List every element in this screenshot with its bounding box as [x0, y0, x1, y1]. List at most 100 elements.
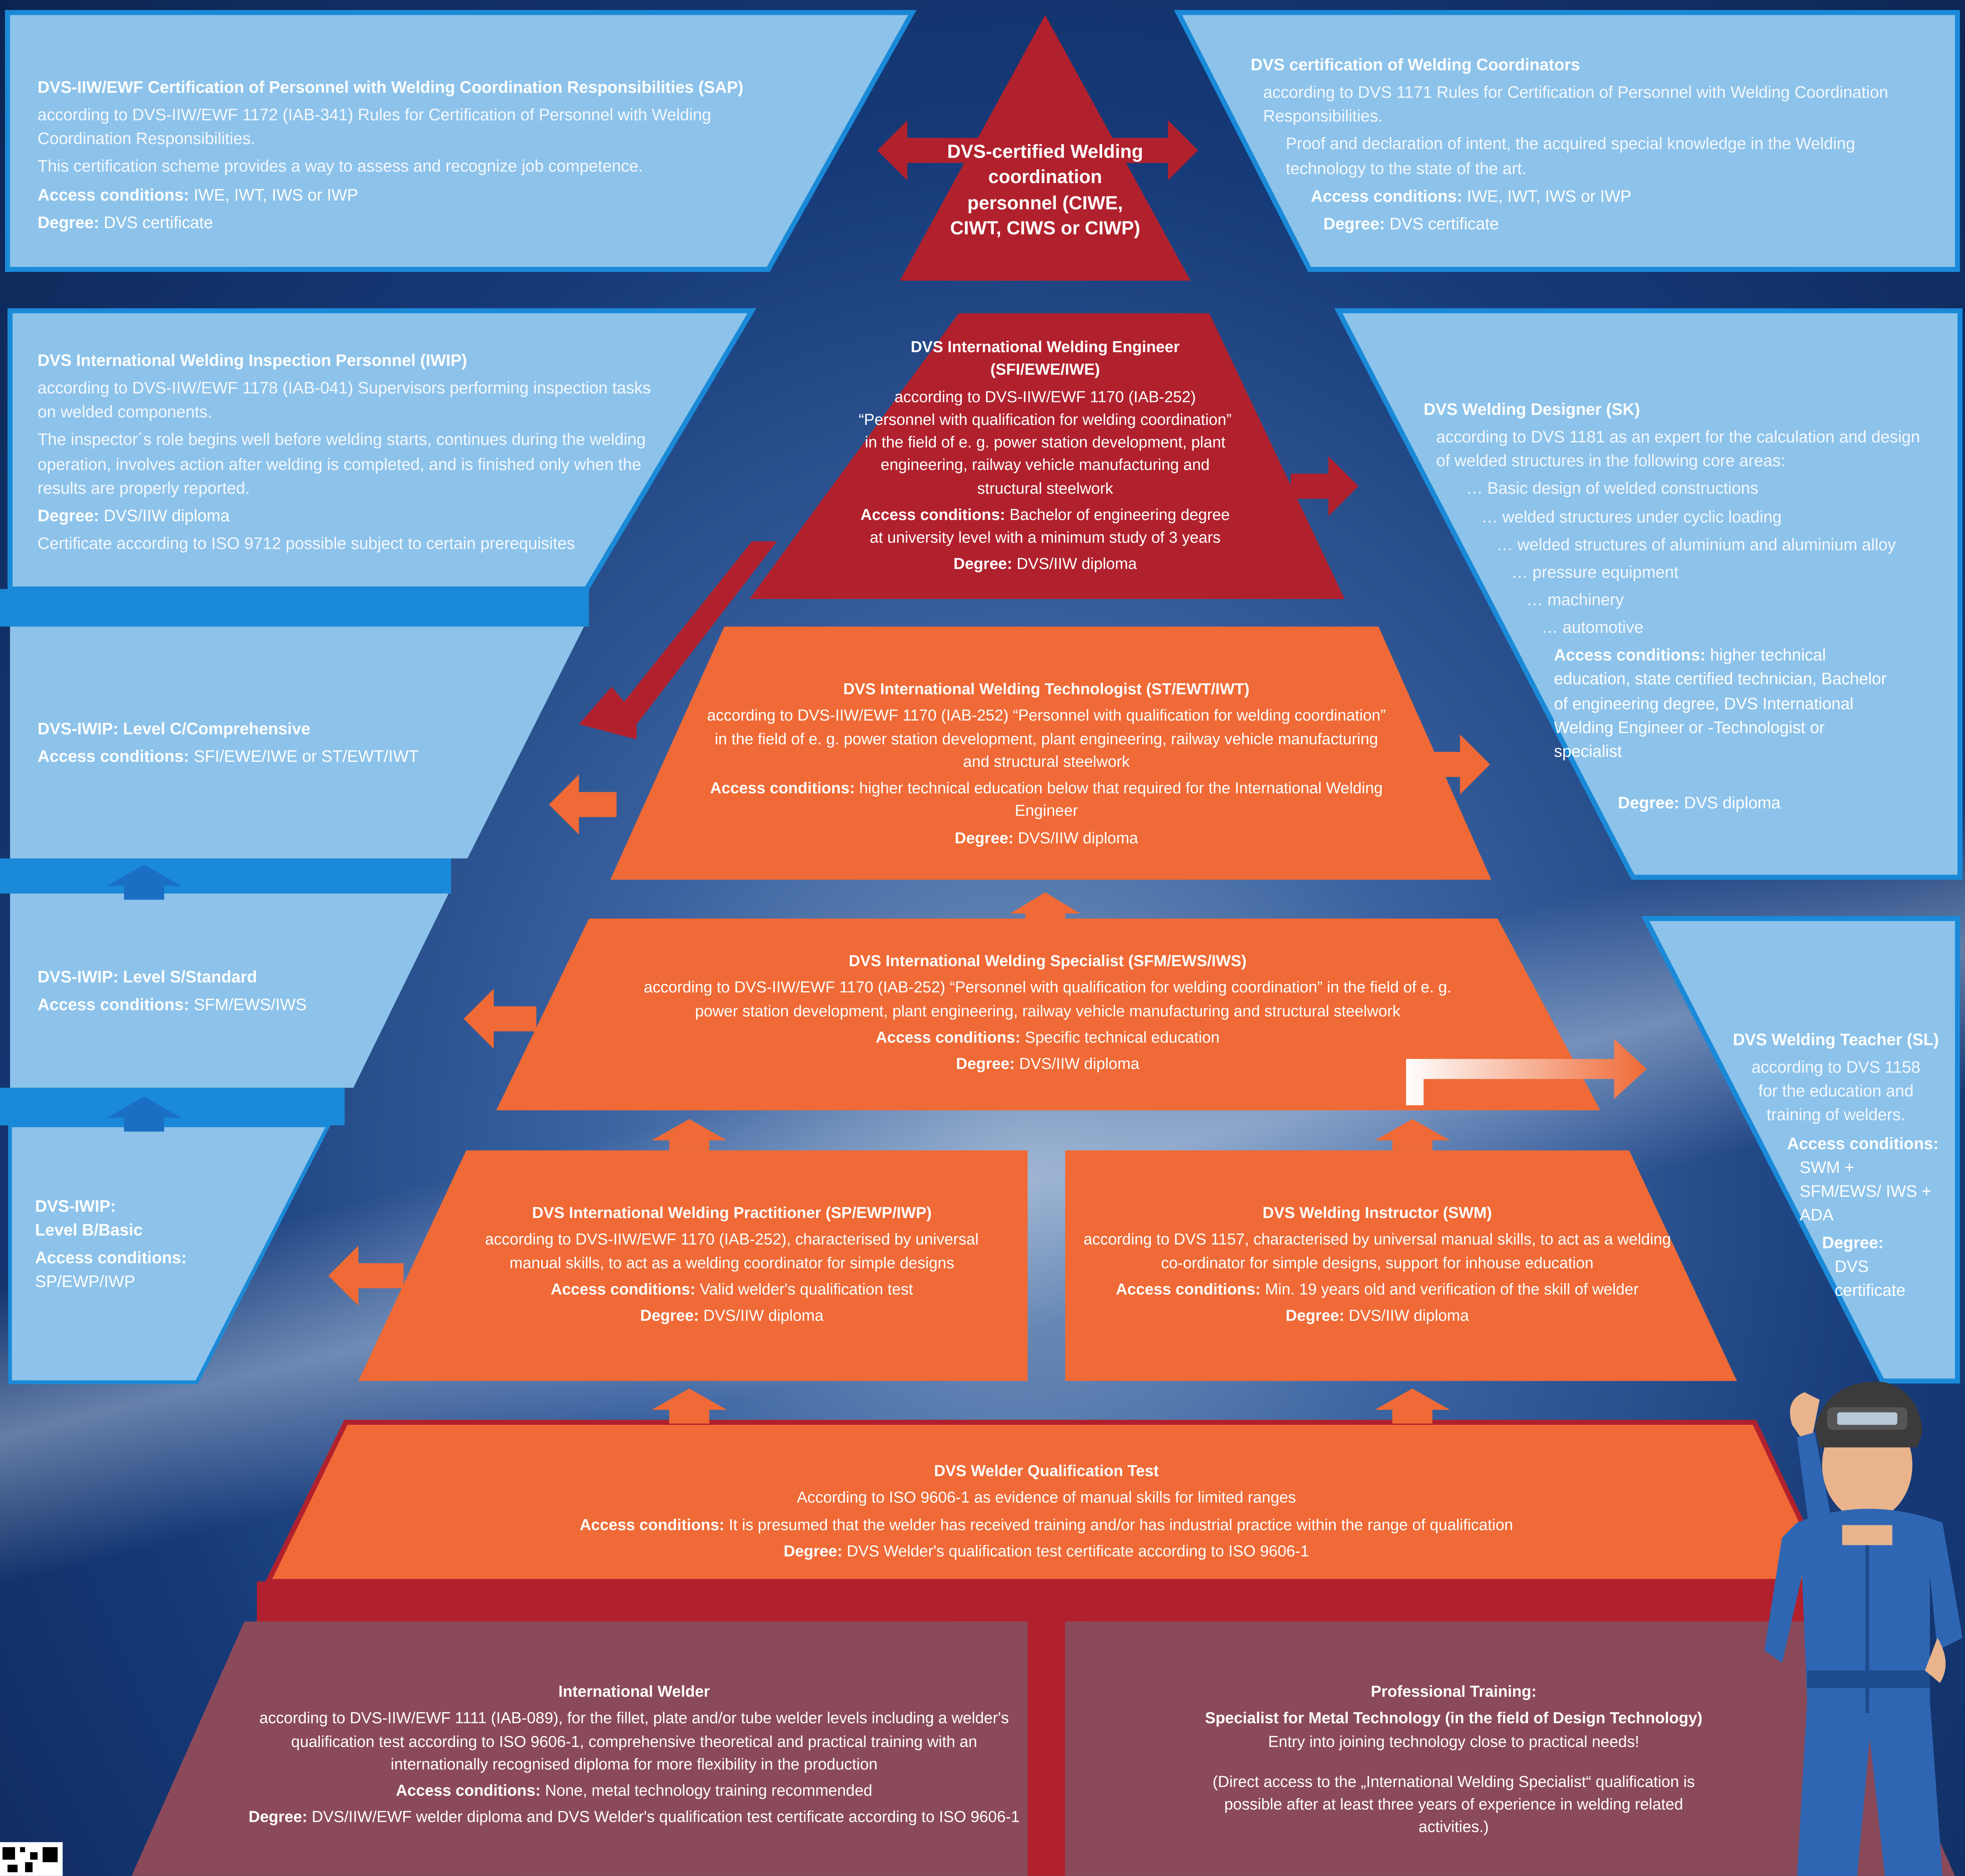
designer-degree-value: DVS diploma — [1684, 793, 1781, 812]
iwip-frame-band-3 — [0, 1087, 345, 1125]
panel-iwip-s-shape — [10, 893, 449, 1088]
sap-desc2: This certification scheme provides a way… — [38, 157, 643, 176]
panel-sap-shape — [5, 10, 917, 272]
prof-training-desc: Entry into joining technology close to p… — [1268, 1732, 1639, 1750]
sap-title: DVS-IIW/EWF Certification of Personnel w… — [38, 78, 744, 97]
panel-designer-shape — [1334, 308, 1962, 880]
left-arrow-specialist — [463, 989, 537, 1049]
red-divider — [1028, 1581, 1065, 1876]
teacher-title: DVS Welding Teacher (SL) — [1733, 1030, 1939, 1049]
panel-iwip-shape — [8, 308, 756, 592]
iwip-s-panel: DVS-IWIP: Level S/Standard Access condit… — [38, 965, 351, 1020]
engineer-layer — [749, 313, 1345, 599]
designer-degree-label: Degree: — [1618, 793, 1680, 812]
designer-area-2: … welded structures under cyclic loading — [1481, 507, 1782, 526]
panel-iwip-c-shape — [10, 626, 584, 859]
specialist-text: DVS International Welding Specialist (SF… — [642, 950, 1454, 1079]
up-arrow-technologist — [1010, 892, 1080, 930]
engineer-to-designer-arrow-shape — [1291, 456, 1359, 517]
technologist-text: DVS International Welding Technologist (… — [702, 678, 1391, 853]
up-arrow-qual-right — [1374, 1388, 1450, 1424]
sap-desc: according to DVS-IIW/EWF 1172 (IAB-341) … — [38, 105, 711, 148]
iwip-note: Certificate according to ISO 9712 possib… — [38, 534, 575, 553]
coordinators-access-value: IWE, IWT, IWS or IWP — [1467, 186, 1631, 205]
practitioner-access-label: Access conditions: — [550, 1280, 696, 1298]
designer-area-4: … pressure equipment — [1511, 562, 1679, 581]
engineer-text: DVS International Welding Engineer (SFI/… — [854, 336, 1236, 580]
up-arrow-practitioner — [651, 1119, 727, 1150]
iwip-s-access-value: SFM/EWS/IWS — [193, 995, 307, 1014]
iwip-panel: DVS International Welding Inspection Per… — [38, 348, 664, 559]
qr-code — [0, 1842, 63, 1876]
iwip-b-panel: DVS-IWIP: Level B/Basic Access condition… — [35, 1194, 211, 1298]
practitioner-text: DVS International Welding Practitioner (… — [471, 1202, 993, 1331]
coordinators-degree-value: DVS certificate — [1389, 214, 1499, 233]
designer-access-label: Access conditions: — [1554, 645, 1706, 665]
coordinators-degree-label: Degree: — [1323, 214, 1385, 233]
engineer-degree-label: Degree: — [953, 555, 1013, 573]
sap-degree-value: DVS certificate — [103, 213, 213, 232]
up-arrow-iwip-c — [106, 864, 182, 900]
coordinators-desc2: Proof and declaration of intent, the acq… — [1286, 134, 1855, 178]
qualification-title: DVS Welder Qualification Test — [934, 1462, 1159, 1480]
instructor-title: DVS Welding Instructor (SWM) — [1262, 1204, 1492, 1222]
iwip-b-access-value: SP/EWP/IWP — [35, 1272, 136, 1291]
iwip-s-title: DVS-IWIP: Level S/Standard — [38, 967, 257, 987]
iwip-b-title2: Level B/Basic — [35, 1221, 143, 1240]
engineer-to-iwip-arrow-shape — [579, 541, 777, 740]
specialist-layer — [496, 918, 1601, 1110]
practitioner-degree-value: DVS/IIW diploma — [703, 1307, 824, 1325]
engineer-access-label: Access conditions: — [860, 506, 1005, 524]
instructor-degree-value: DVS/IIW diploma — [1349, 1307, 1469, 1325]
coordinators-access-label: Access conditions: — [1311, 186, 1462, 205]
iwip-s-access-label: Access conditions: — [38, 995, 189, 1014]
iwip-title: DVS International Welding Inspection Per… — [38, 351, 467, 370]
panel-teacher-shape — [1641, 916, 1960, 1384]
apex-label: DVS-certified Welding coordination perso… — [947, 141, 1143, 239]
technologist-degree-label: Degree: — [955, 829, 1014, 847]
specialist-desc: according to DVS-IIW/EWF 1170 (IAB-252) … — [643, 979, 1452, 1020]
up-arrow-iwip-s — [106, 1096, 182, 1132]
iwip-c-title: DVS-IWIP: Level C/Comprehensive — [38, 719, 311, 738]
iwip-degree-label: Degree: — [38, 506, 99, 525]
apex-triangle — [900, 15, 1191, 281]
technologist-layer — [610, 626, 1492, 880]
sap-access-value: IWE, IWT, IWS or IWP — [193, 185, 358, 204]
designer-area-5: … machinery — [1526, 590, 1624, 609]
sap-degree-label: Degree: — [38, 213, 99, 232]
iwip-c-panel: DVS-IWIP: Level C/Comprehensive Access c… — [38, 717, 451, 772]
instructor-access-value: Min. 19 years old and verification of th… — [1265, 1280, 1639, 1298]
specialist-access-label: Access conditions: — [875, 1028, 1020, 1046]
iwip-degree-value: DVS/IIW diploma — [103, 506, 230, 525]
engineer-title: DVS International Welding Engineer (SFI/… — [910, 338, 1180, 379]
specialist-title: DVS International Welding Specialist (SF… — [849, 952, 1247, 970]
instructor-access-label: Access conditions: — [1116, 1280, 1261, 1298]
left-arrow-technologist — [549, 774, 617, 835]
engineer-access-value: Bachelor of engineering degree at univer… — [869, 506, 1230, 547]
designer-access-value: higher technical education, state certif… — [1554, 645, 1887, 761]
intl-welder-access-value: None, metal technology training recommen… — [545, 1782, 872, 1800]
practitioner-degree-label: Degree: — [640, 1307, 699, 1325]
qualification-access-label: Access conditions: — [580, 1515, 725, 1533]
intl-welder-degree-value: DVS/IIW/EWF welder diploma and DVS Welde… — [312, 1808, 1020, 1826]
technologist-access-label: Access conditions: — [710, 779, 855, 797]
panel-iwip-b-shape — [8, 1123, 332, 1384]
qualification-access-value: It is presumed that the welder has recei… — [729, 1515, 1513, 1533]
prof-training-text: Professional Training: Specialist for Me… — [1191, 1680, 1717, 1843]
technologist-title: DVS International Welding Technologist (… — [843, 680, 1250, 698]
coordinators-title: DVS certification of Welding Coordinator… — [1251, 55, 1580, 74]
instructor-layer — [1065, 1150, 1737, 1381]
iwip-frame-band-2 — [0, 858, 451, 894]
instructor-degree-label: Degree: — [1285, 1307, 1344, 1325]
intl-welder-text: International Welder according to DVS-II… — [246, 1680, 1023, 1833]
prof-training-note: (Direct access to the „International Wel… — [1212, 1773, 1695, 1836]
right-arrow-technologist — [1428, 734, 1490, 795]
iwip-b-title1: DVS-IWIP: — [35, 1197, 116, 1216]
intl-welder-title: International Welder — [558, 1683, 710, 1701]
teacher-access-label: Access conditions: — [1787, 1133, 1939, 1153]
practitioner-layer — [358, 1150, 1028, 1381]
sap-panel: DVS-IIW/EWF Certification of Personnel w… — [38, 75, 789, 238]
up-arrow-qual-left — [651, 1388, 727, 1424]
up-arrow-instructor — [1374, 1119, 1450, 1150]
technologist-degree-value: DVS/IIW diploma — [1018, 829, 1138, 847]
